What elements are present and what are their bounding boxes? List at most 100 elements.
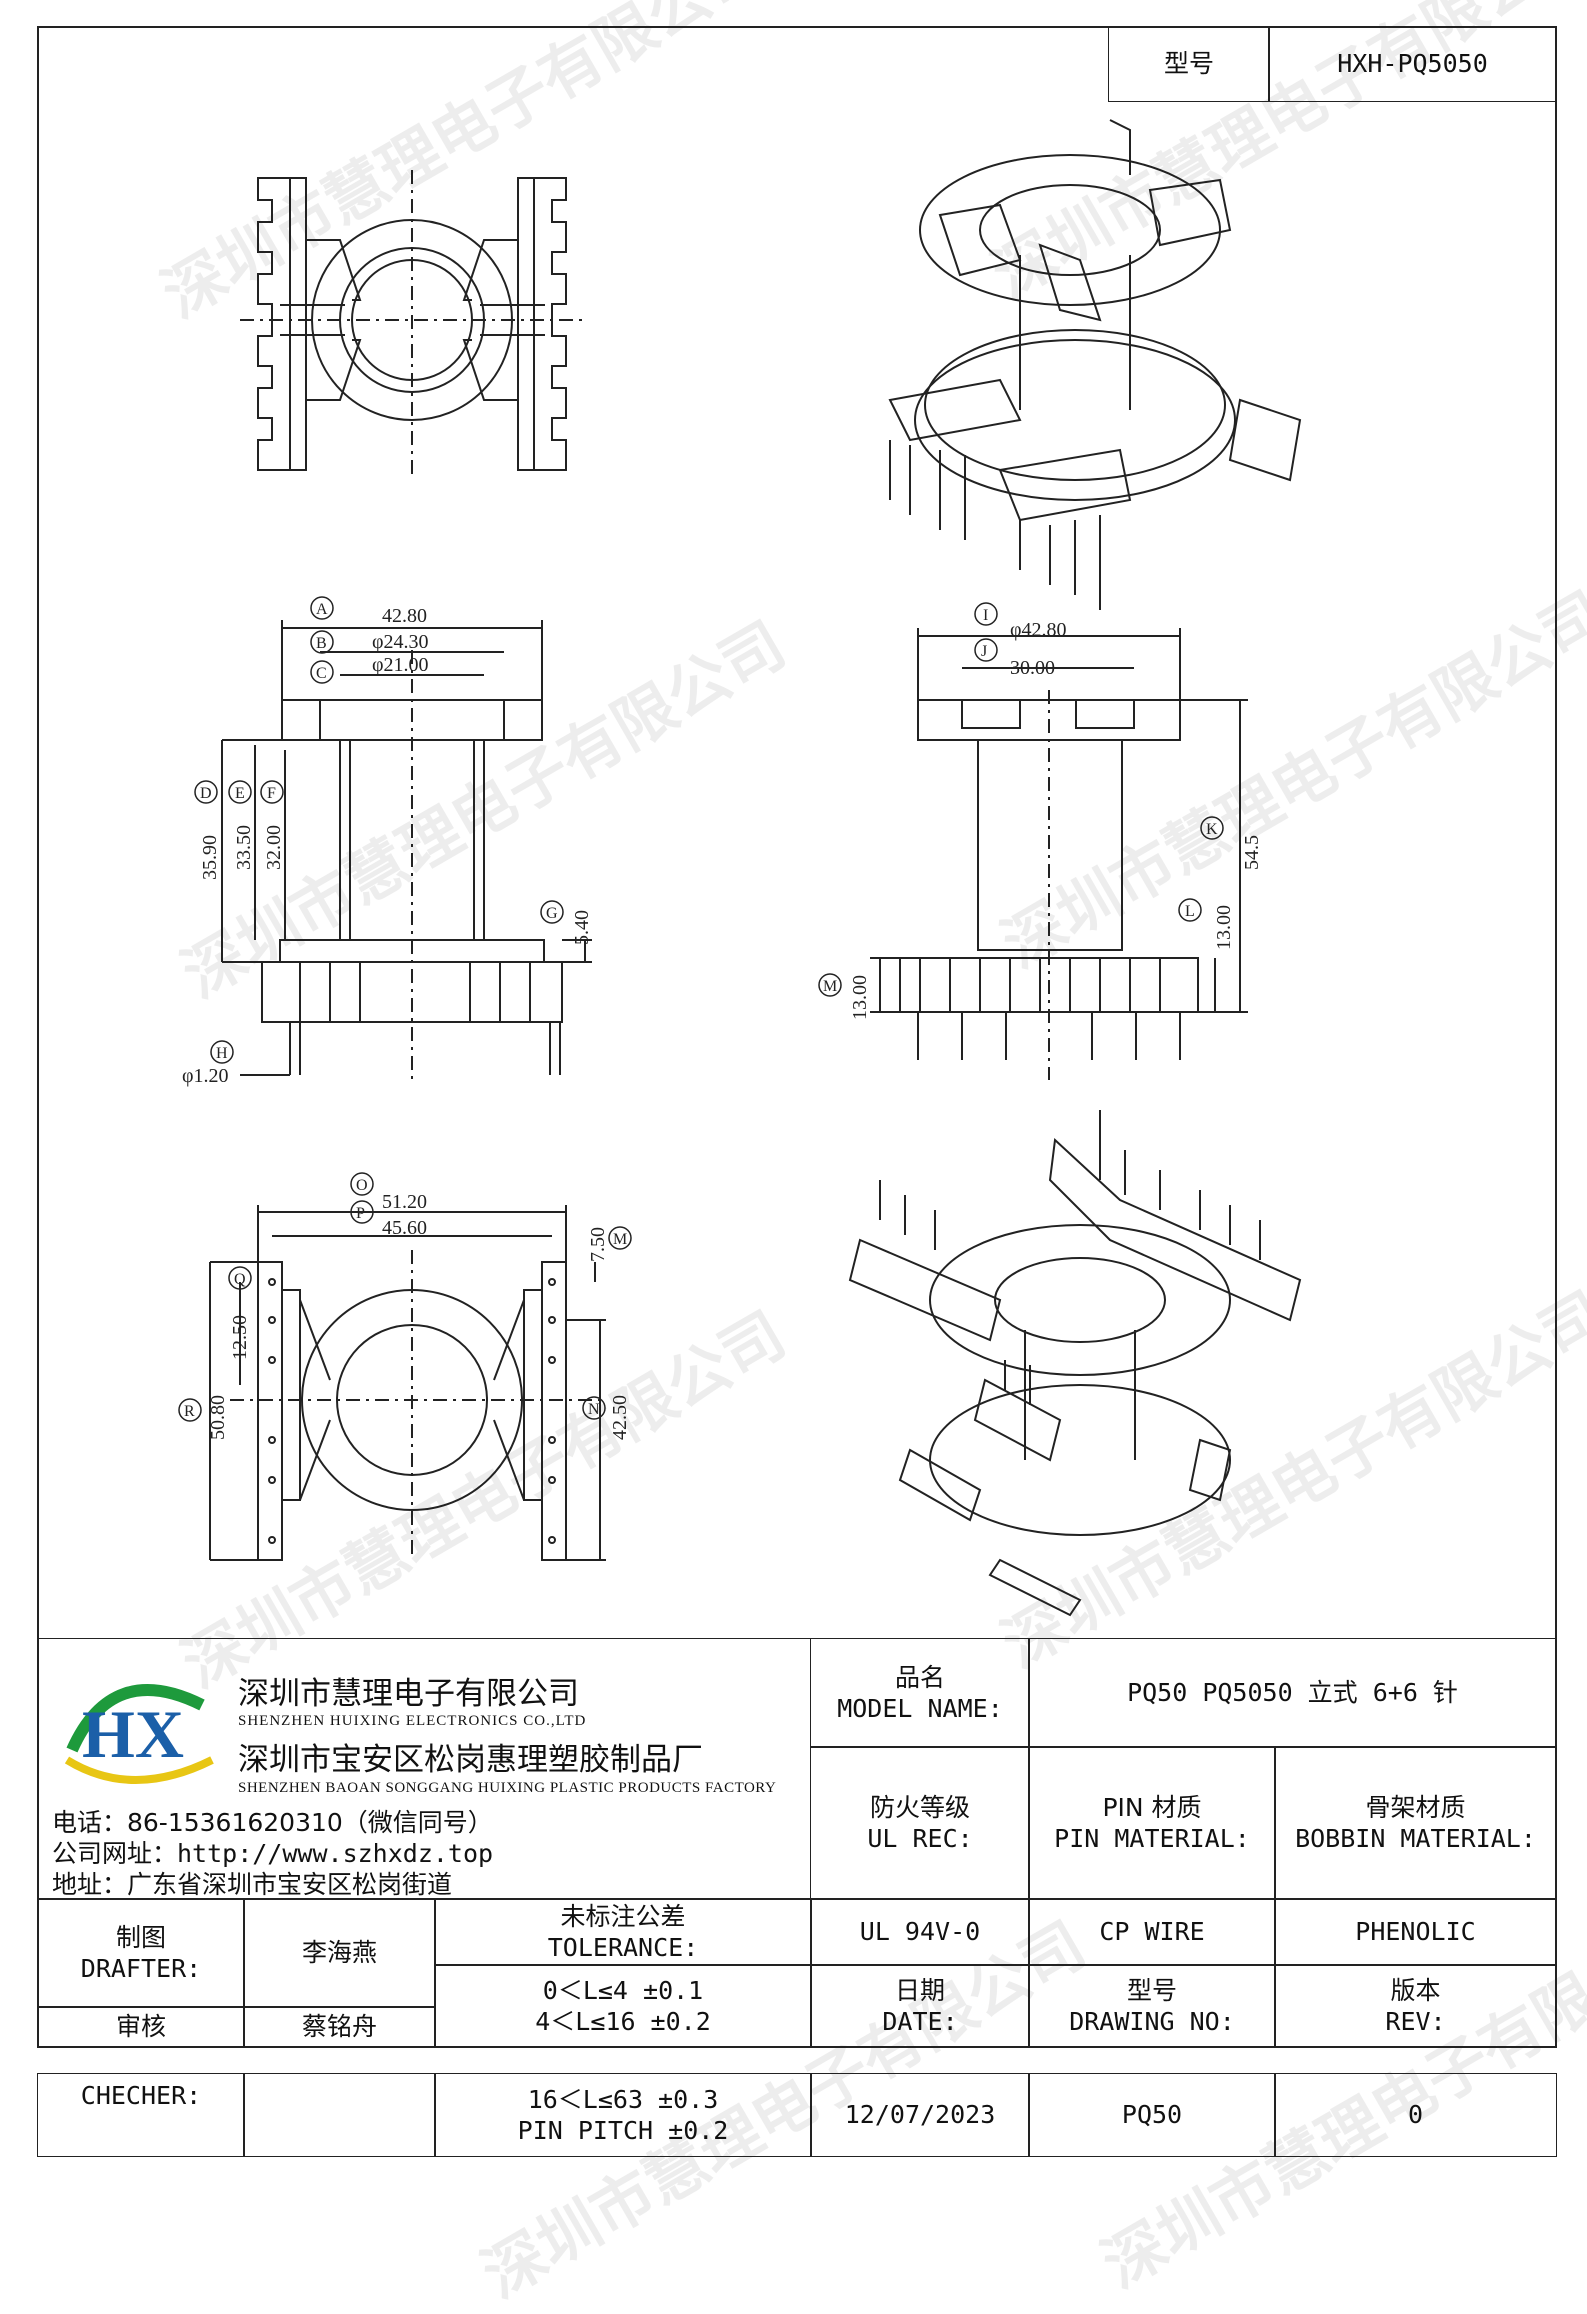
svg-text:Q: Q — [234, 1271, 246, 1288]
ref-f-marker: F — [260, 780, 284, 804]
svg-text:H: H — [216, 1045, 228, 1062]
bottom-view-drawing — [209, 1205, 606, 1561]
dim-n-value: 42.50 — [609, 1395, 631, 1440]
rev-en: REV: — [1385, 2007, 1446, 2036]
ref-n-marker: N — [582, 1396, 606, 1420]
svg-text:M: M — [613, 1231, 627, 1248]
svg-text:B: B — [316, 635, 327, 652]
drawing-no-en: DRAWING NO: — [1069, 2007, 1235, 2036]
svg-text:C: C — [316, 665, 327, 682]
company-address: 地址：广东省深圳市宝安区松岗街道 — [52, 1870, 453, 1899]
ref-i-marker: I — [974, 602, 998, 626]
dim-d-value: 35.90 — [199, 835, 221, 880]
bobbin-material-en: BOBBIN MATERIAL: — [1295, 1824, 1536, 1853]
tolerance-row-3: 16＜L≤63 ±0.3 — [527, 2084, 719, 2114]
ref-o-marker: O — [350, 1172, 374, 1196]
top-view-drawing — [240, 170, 585, 480]
model-name-en: MODEL NAME: — [837, 1694, 1003, 1723]
rev-value: 0 — [1274, 2073, 1557, 2157]
bobbin-material-cn: 骨架材质 — [1365, 1792, 1466, 1822]
checker-value — [243, 2073, 436, 2157]
svg-text:K: K — [1206, 821, 1218, 838]
fire-rating-en: UL REC: — [867, 1824, 973, 1853]
dim-f-value: 32.00 — [263, 825, 285, 870]
drafter-en: DRAFTER: — [80, 1954, 202, 1983]
ref-r-marker: R — [178, 1398, 202, 1422]
checker-label: CHECHER: — [37, 2073, 245, 2157]
company-name-en: SHENZHEN HUIXING ELECTRONICS CO.,LTD — [238, 1713, 587, 1729]
dim-l-value: 13.00 — [1213, 905, 1235, 950]
dim-e-value: 33.50 — [233, 825, 255, 870]
model-name-label: 品名 MODEL NAME: — [810, 1638, 1030, 1748]
svg-text:P: P — [356, 1205, 365, 1222]
ref-m-marker: M — [818, 973, 842, 997]
drafter-cn: 制图 — [115, 1922, 166, 1952]
dim-g-value: 5.40 — [571, 910, 593, 945]
dim-a-value: 42.80 — [382, 605, 427, 627]
ref-p-marker: P — [350, 1200, 374, 1224]
bobbin-material-value: PHENOLIC — [1274, 1898, 1557, 1966]
tolerance-row-4: PIN PITCH ±0.2 — [517, 2116, 729, 2145]
ref-b-marker: B — [310, 630, 334, 654]
company-phone: 电话：86-15361620310（微信同号） — [52, 1808, 493, 1837]
tolerance-row-2: 4＜L≤16 ±0.2 — [535, 2007, 711, 2036]
ref-e-marker: E — [228, 780, 252, 804]
tolerance-label: 未标注公差 TOLERANCE: — [434, 1898, 812, 1966]
isometric-view-bottom — [848, 1110, 1302, 1617]
svg-text:D: D — [200, 785, 212, 802]
dim-m-value: 13.00 — [849, 975, 871, 1020]
dim-j-value: 30.00 — [1010, 657, 1055, 679]
tolerance-rows-1: 0＜L≤4 ±0.1 4＜L≤16 ±0.2 — [434, 1964, 812, 2048]
svg-text:G: G — [546, 905, 558, 922]
pin-material-value: CP WIRE — [1028, 1898, 1276, 1966]
tolerance-cn: 未标注公差 — [560, 1901, 686, 1931]
ref-m2-marker: M — [608, 1226, 632, 1250]
reviewer-value: 蔡铭舟 — [243, 2006, 436, 2048]
pin-material-cn: PIN 材质 — [1102, 1792, 1202, 1822]
svg-text:L: L — [1185, 903, 1195, 920]
date-value: 12/07/2023 — [810, 2073, 1030, 2157]
ref-d-marker: D — [194, 780, 218, 804]
fire-rating-value: UL 94V-0 — [810, 1898, 1030, 1966]
isometric-view-top — [888, 119, 1302, 610]
tolerance-row-1: 0＜L≤4 ±0.1 — [542, 1975, 704, 2005]
drawing-no-label: 型号 DRAWING NO: — [1028, 1964, 1276, 2048]
review-label: 审核 — [37, 2006, 245, 2048]
bobbin-material-label: 骨架材质 BOBBIN MATERIAL: — [1274, 1746, 1557, 1900]
drafter-label: 制图 DRAFTER: — [37, 1898, 245, 2008]
ref-g-marker: G — [540, 900, 564, 924]
dim-c-value: φ21.00 — [372, 654, 429, 676]
dim-k-value: 54.5 — [1241, 835, 1263, 870]
ref-k-marker: K — [1200, 816, 1224, 840]
ref-c-marker: C — [310, 660, 334, 684]
svg-text:F: F — [267, 785, 276, 802]
svg-text:A: A — [316, 601, 328, 618]
ref-l-marker: L — [1178, 898, 1202, 922]
date-label: 日期 DATE: — [810, 1964, 1030, 2048]
dim-b-value: φ24.30 — [372, 631, 429, 653]
model-name-value: PQ50 PQ5050 立式 6+6 针 — [1028, 1638, 1557, 1748]
fire-rating-cn: 防火等级 — [869, 1792, 970, 1822]
ref-j-marker: J — [974, 638, 998, 662]
ref-q-marker: Q — [228, 1266, 252, 1290]
company-name-cn: 深圳市慧理电子有限公司 — [238, 1676, 579, 1712]
header-model-value: HXH-PQ5050 — [1268, 26, 1557, 102]
dim-i-value: φ42.80 — [1010, 619, 1067, 641]
dim-m2-value: 7.50 — [587, 1227, 609, 1262]
technical-drawing: 42.80 φ24.30 φ21.00 35.90 33.50 32.00 5.… — [178, 119, 1302, 1617]
front-view-drawing — [870, 628, 1248, 1080]
svg-text:M: M — [823, 978, 837, 995]
drawing-no-value: PQ50 — [1028, 2073, 1276, 2157]
svg-text:J: J — [981, 643, 987, 660]
svg-text:I: I — [983, 607, 988, 624]
pin-material-label: PIN 材质 PIN MATERIAL: — [1028, 1746, 1276, 1900]
ref-h-marker: H — [210, 1040, 234, 1064]
drafter-value: 李海燕 — [243, 1898, 436, 2008]
svg-text:O: O — [356, 1177, 368, 1194]
company-logo: HX — [64, 1684, 214, 1784]
logo-text: HX — [82, 1696, 184, 1772]
date-en: DATE: — [882, 2007, 958, 2036]
model-name-cn: 品名 — [894, 1662, 945, 1692]
fire-rating-label: 防火等级 UL REC: — [810, 1746, 1030, 1900]
pin-material-en: PIN MATERIAL: — [1054, 1824, 1250, 1853]
